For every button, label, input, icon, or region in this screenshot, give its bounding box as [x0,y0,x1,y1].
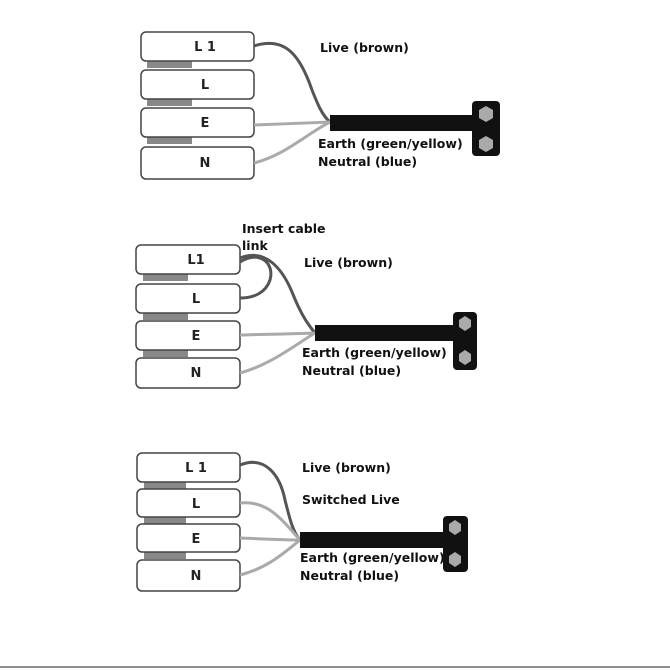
terminal-e: E [137,524,240,552]
terminal-label: N [191,569,202,584]
terminal-label: L1 [187,253,204,268]
earth-label: Earth (green/yellow) [300,550,445,565]
terminal-label: L [192,292,200,307]
terminal-l: L [136,284,240,313]
cable-link-wire [240,257,271,298]
terminal-label: L 1 [185,461,207,476]
live-label: Live (brown) [320,40,409,55]
terminal-n: N [141,147,254,179]
terminal-l: L [141,70,254,99]
terminal-separator [144,517,186,524]
live-wire [254,43,330,122]
terminal-label: L [201,78,209,93]
earth-wire [254,122,330,125]
terminal-n: N [137,560,240,591]
terminal-separator [144,482,186,489]
terminal-separator [144,552,186,559]
terminal-l1: L1 [136,245,240,274]
terminal-label: E [201,116,210,131]
terminal-separator [143,313,188,320]
earth-wire [240,333,315,335]
earth-wire [240,538,300,540]
wiring-diagram-2: L1 L E N Insert cable link Live (brown) … [136,221,477,388]
terminal-separator [147,99,192,106]
live-label: Live (brown) [304,255,393,270]
switched-live-label: Switched Live [302,492,400,507]
neutral-wire [240,540,300,575]
terminal-l: L [137,489,240,517]
terminal-label: E [192,329,201,344]
cable-clamp [453,312,477,370]
neutral-label: Neutral (blue) [302,363,401,378]
neutral-label: Neutral (blue) [318,154,417,169]
earth-label: Earth (green/yellow) [318,136,463,151]
cable-clamp [472,101,500,156]
cable-link-label: Insert cable [242,221,326,236]
terminal-separator [143,274,188,281]
terminal-label: N [200,156,211,171]
earth-label: Earth (green/yellow) [302,345,447,360]
mains-cable [330,115,475,131]
terminal-label: L [192,497,200,512]
terminal-e: E [136,321,240,350]
terminal-separator [147,137,192,144]
terminal-separator [143,350,188,357]
terminal-n: N [136,358,240,388]
wiring-diagram-1: L 1 L E N Live (brown) Earth (green/yell… [141,32,500,179]
terminal-separator [147,61,192,68]
wiring-diagram-3: L 1 L E N Live (brown) Switched Live Ear… [137,453,468,591]
terminal-label: E [192,532,201,547]
terminal-label: L 1 [194,40,216,55]
live-label: Live (brown) [302,460,391,475]
terminal-l1: L 1 [141,32,254,61]
mains-cable [300,532,446,548]
cable-clamp [443,516,468,572]
mains-cable [315,325,457,341]
neutral-label: Neutral (blue) [300,568,399,583]
terminal-e: E [141,108,254,137]
terminal-label: N [191,366,202,381]
cable-link-label: link [242,238,268,253]
terminal-l1: L 1 [137,453,240,482]
